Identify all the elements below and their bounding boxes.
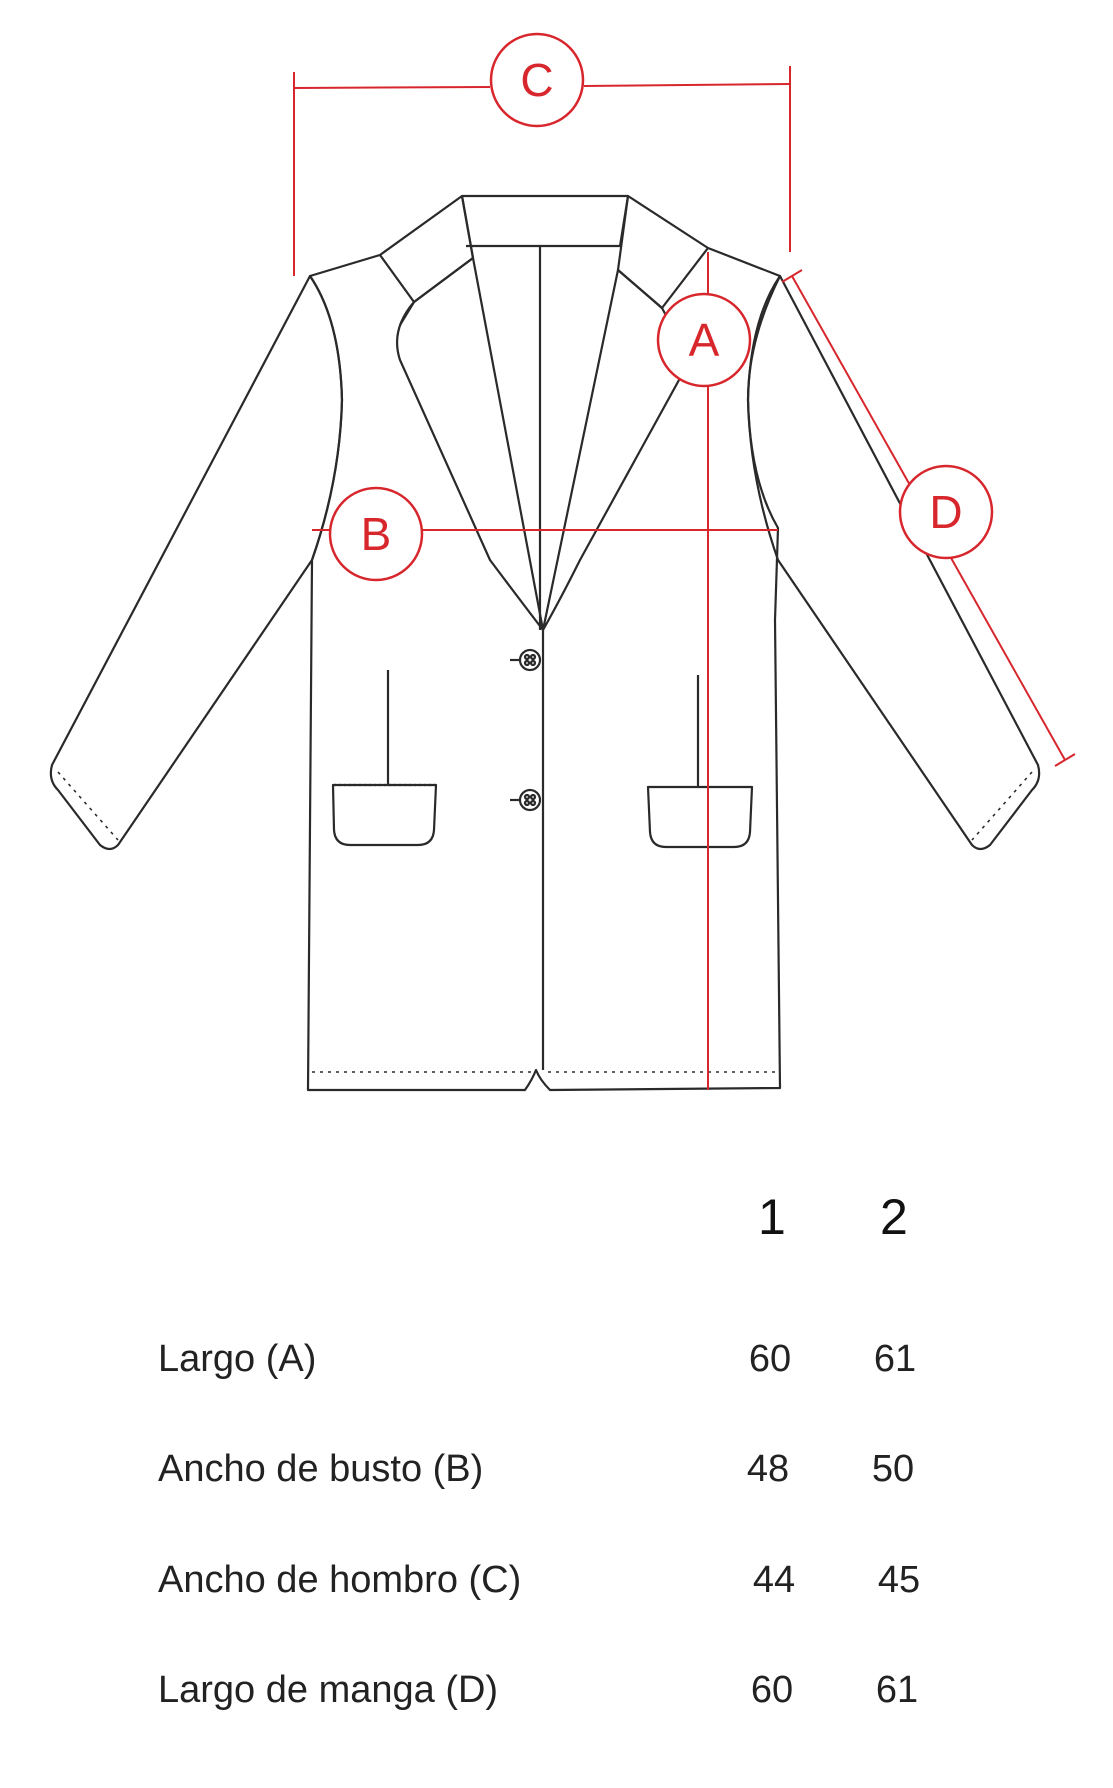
row-label-largo: Largo (A) [158, 1338, 317, 1380]
left-pocket [331, 670, 438, 847]
marker-d: D [898, 464, 994, 560]
marker-b: B [328, 486, 424, 582]
button-top [510, 648, 542, 672]
svg-text:A: A [689, 314, 720, 366]
jacket-body [306, 194, 782, 1092]
left-lapel-notch [399, 301, 415, 326]
row-label-ancho-busto: Ancho de busto (B) [158, 1448, 484, 1490]
row-label-ancho-hombro: Ancho de hombro (C) [158, 1559, 522, 1601]
left-sleeve [49, 274, 344, 851]
row-value: 60 [750, 1669, 794, 1711]
line-c [293, 86, 491, 89]
measurement-lines [293, 66, 1076, 1090]
stitch-lines [57, 771, 1033, 1073]
row-value: 61 [875, 1669, 919, 1711]
svg-text:C: C [520, 54, 553, 106]
svg-text:D: D [929, 486, 962, 538]
row-value: 50 [871, 1448, 915, 1490]
neck-inner [460, 195, 630, 259]
marker-a: A [656, 292, 752, 388]
row-label-largo-manga: Largo de manga (D) [158, 1669, 499, 1711]
left-lapel [396, 256, 545, 632]
svg-text:B: B [361, 508, 392, 560]
right-sleeve [746, 274, 1041, 851]
size-header-1: 1 [758, 1189, 786, 1245]
jacket-outline [49, 194, 1041, 1092]
size-header-2: 2 [880, 1189, 908, 1245]
row-value: 48 [746, 1448, 790, 1490]
right-lapel [541, 268, 692, 632]
right-pocket [646, 675, 754, 849]
jacket-measurement-diagram: C A B D [49, 32, 1076, 1092]
button-bottom [510, 788, 542, 812]
row-value: 61 [873, 1338, 917, 1380]
row-value: 44 [752, 1559, 796, 1601]
row-value: 45 [877, 1559, 921, 1601]
row-value: 60 [748, 1338, 792, 1380]
measurement-markers: C A B D [328, 32, 994, 582]
marker-c: C [489, 32, 585, 128]
